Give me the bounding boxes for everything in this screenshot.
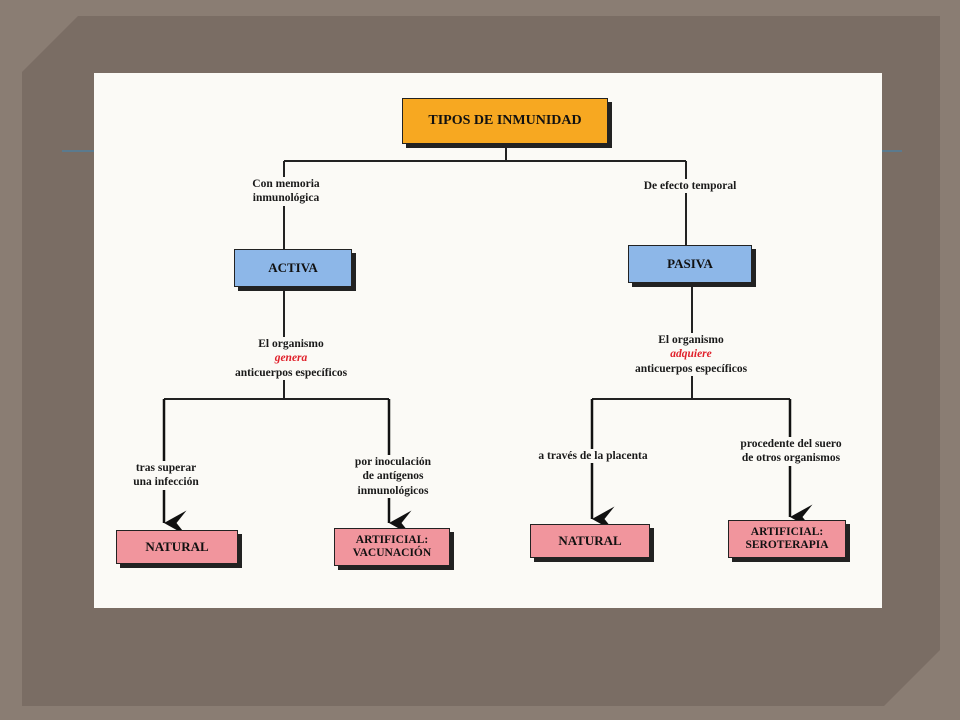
pasiva-artificial-node: ARTIFICIAL: SEROTERAPIA <box>728 520 846 558</box>
pasiva-desc-highlight: adquiere <box>670 348 712 361</box>
pasiva-branch2-label: procedente del suero de otros organismos <box>724 437 858 466</box>
left-edge-line-1: Con memoria <box>252 178 320 190</box>
activa-artificial-node: ARTIFICIAL: VACUNACIÓN <box>334 528 450 566</box>
vacunacion-line-2: VACUNACIÓN <box>352 547 432 559</box>
activa-node: ACTIVA <box>234 249 352 287</box>
pasiva-branch1-label: a través de la placenta <box>524 449 662 464</box>
activa-branch2-label: por inoculación de antígenos inmunológic… <box>342 455 444 499</box>
pasiva-branch1-line-1: a través de la placenta <box>538 450 648 462</box>
seroterapia-line-2: SEROTERAPIA <box>745 539 829 551</box>
left-edge-label: Con memoria inmunológica <box>244 177 328 206</box>
activa-branch2-line-1: por inoculación <box>354 456 432 468</box>
activa-desc-bottom: anticuerpos específicos <box>234 366 348 379</box>
pasiva-description: El organismo adquiere anticuerpos especí… <box>622 333 760 377</box>
vacunacion-line-1: ARTIFICIAL: <box>355 534 429 547</box>
pasiva-natural-node: NATURAL <box>530 524 650 558</box>
activa-desc-highlight: genera <box>274 352 308 365</box>
activa-branch1-line-1: tras superar <box>135 462 197 474</box>
pasiva-desc-top: El organismo <box>658 334 724 346</box>
pasiva-desc-bottom: anticuerpos específicos <box>634 362 748 375</box>
activa-branch1-label: tras superar una infección <box>122 461 210 490</box>
activa-branch2-line-2: de antígenos <box>362 470 424 483</box>
activa-branch1-line-2: una infección <box>133 476 199 489</box>
seroterapia-line-1: ARTIFICIAL: <box>750 526 824 539</box>
pasiva-branch2-line-1: procedente del suero <box>740 438 842 450</box>
pasiva-branch2-line-2: de otros organismos <box>741 452 841 465</box>
activa-branch2-line-3: inmunológicos <box>357 484 429 497</box>
activa-desc-top: El organismo <box>258 338 324 350</box>
diagram-card: TIPOS DE INMUNIDAD Con memoria inmunológ… <box>94 73 882 608</box>
activa-description: El organismo genera anticuerpos específi… <box>224 337 358 381</box>
root-node: TIPOS DE INMUNIDAD <box>402 98 608 144</box>
right-edge-label: De efecto temporal <box>632 179 748 194</box>
activa-natural-node: NATURAL <box>116 530 238 564</box>
pasiva-node: PASIVA <box>628 245 752 283</box>
right-edge-line-1: De efecto temporal <box>643 180 737 192</box>
left-edge-line-2: inmunológica <box>252 192 320 205</box>
